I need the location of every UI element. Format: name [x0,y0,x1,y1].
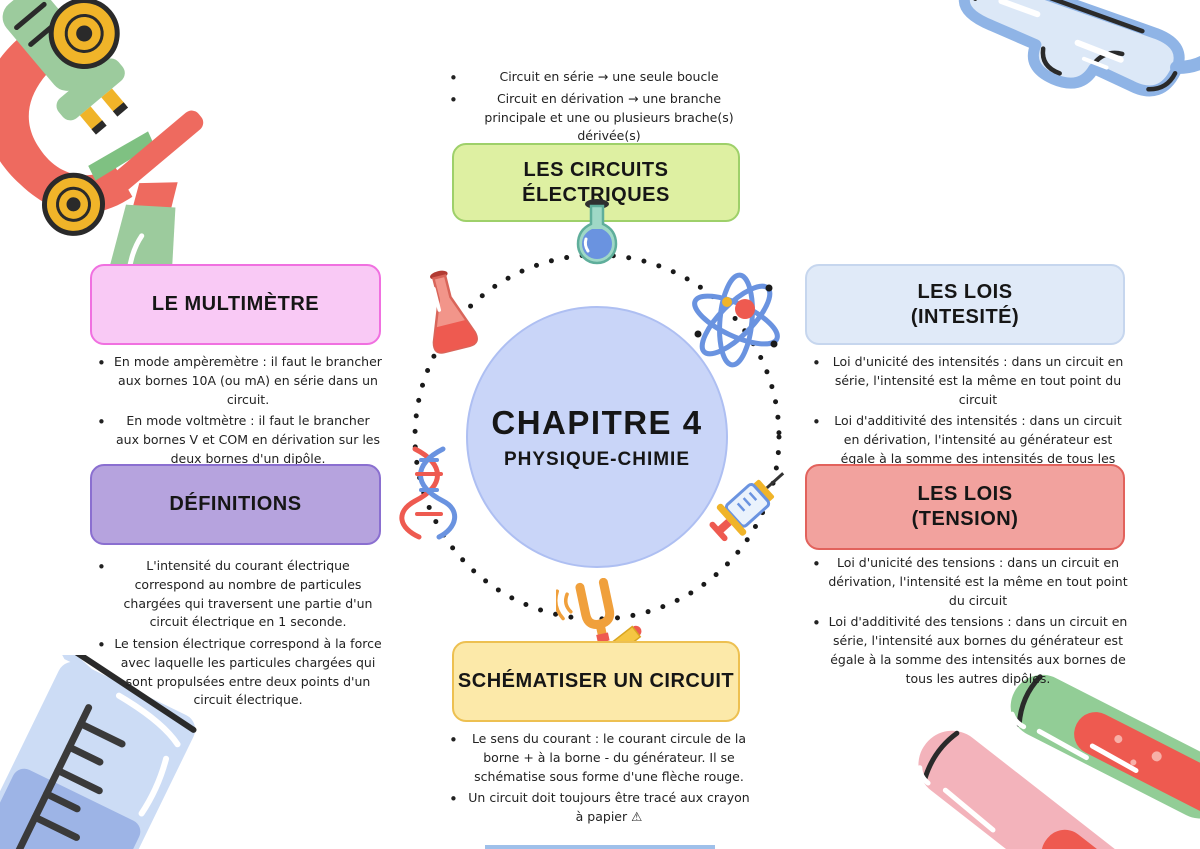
definitions-notes-list: L'intensité du courant électrique corres… [85,556,393,713]
section-subtitle-lois-intensite: (INTESITÉ) [910,305,1020,328]
chapter-title: CHAPITRE 4 [491,403,703,441]
lois-tension-notes-list: Loi d'unicité des tensions : dans un cir… [800,553,1138,691]
bullet-item: Le sens du courant : le courant circule … [437,729,763,789]
section-box-lois-intensite: LES LOIS (INTESITÉ) [805,264,1125,345]
circuits-notes-list: Circuit en série → une seule boucle Circ… [437,67,763,149]
bullet-item: Circuit en dérivation → une branche prin… [437,89,763,149]
section-title-multimetre: LE MULTIMÈTRE [151,293,320,315]
section-box-circuits: LES CIRCUITS ÉLECTRIQUES [452,143,740,222]
chapter-subtitle: PHYSIQUE-CHIMIE [503,448,691,470]
section-title-lois-tension: LES LOIS [917,483,1013,505]
bullet-item: Un circuit doit toujours être tracé aux … [437,788,763,830]
bullet-item: Loi d'additivité des tensions : dans un … [800,612,1138,691]
schematiser-notes-list: Le sens du courant : le courant circule … [437,729,763,830]
safety-goggles-icon [958,0,1200,97]
section-title-definitions: DÉFINITIONS [169,493,302,515]
bullet-item: En mode voltmètre : il faut le brancher … [85,411,393,471]
center-node: CHAPITRE 4 PHYSIQUE-CHIMIE [466,306,728,568]
section-box-lois-tension: LES LOIS (TENSION) [805,464,1125,550]
bullet-item: L'intensité du courant électrique corres… [85,556,393,635]
section-title-lois-intensite: LES LOIS [917,280,1013,303]
bullet-item: Circuit en série → une seule boucle [437,67,763,90]
bullet-item: Loi d'unicité des tensions : dans un cir… [800,553,1138,613]
bullet-item: Loi d'unicité des intensités : dans un c… [800,352,1138,412]
section-box-definitions: DÉFINITIONS [90,464,381,545]
ruler-edge-decoration [485,845,715,849]
section-title-schematiser: SCHÉMATISER UN CIRCUIT [457,670,735,692]
section-subtitle-lois-tension: (TENSION) [911,508,1019,530]
lois-intensite-notes-list: Loi d'unicité des intensités : dans un c… [800,352,1138,490]
section-title-circuits: LES CIRCUITS ÉLECTRIQUES [522,158,670,206]
microscope-icon [0,0,204,296]
section-box-multimetre: LE MULTIMÈTRE [90,264,381,345]
section-box-schematiser: SCHÉMATISER UN CIRCUIT [452,641,740,722]
bullet-item: Le tension électrique correspond à la fo… [85,634,393,713]
multimetre-notes-list: En mode ampèremètre : il faut le branche… [85,352,393,472]
bullet-item: En mode ampèremètre : il faut le branche… [85,352,393,412]
